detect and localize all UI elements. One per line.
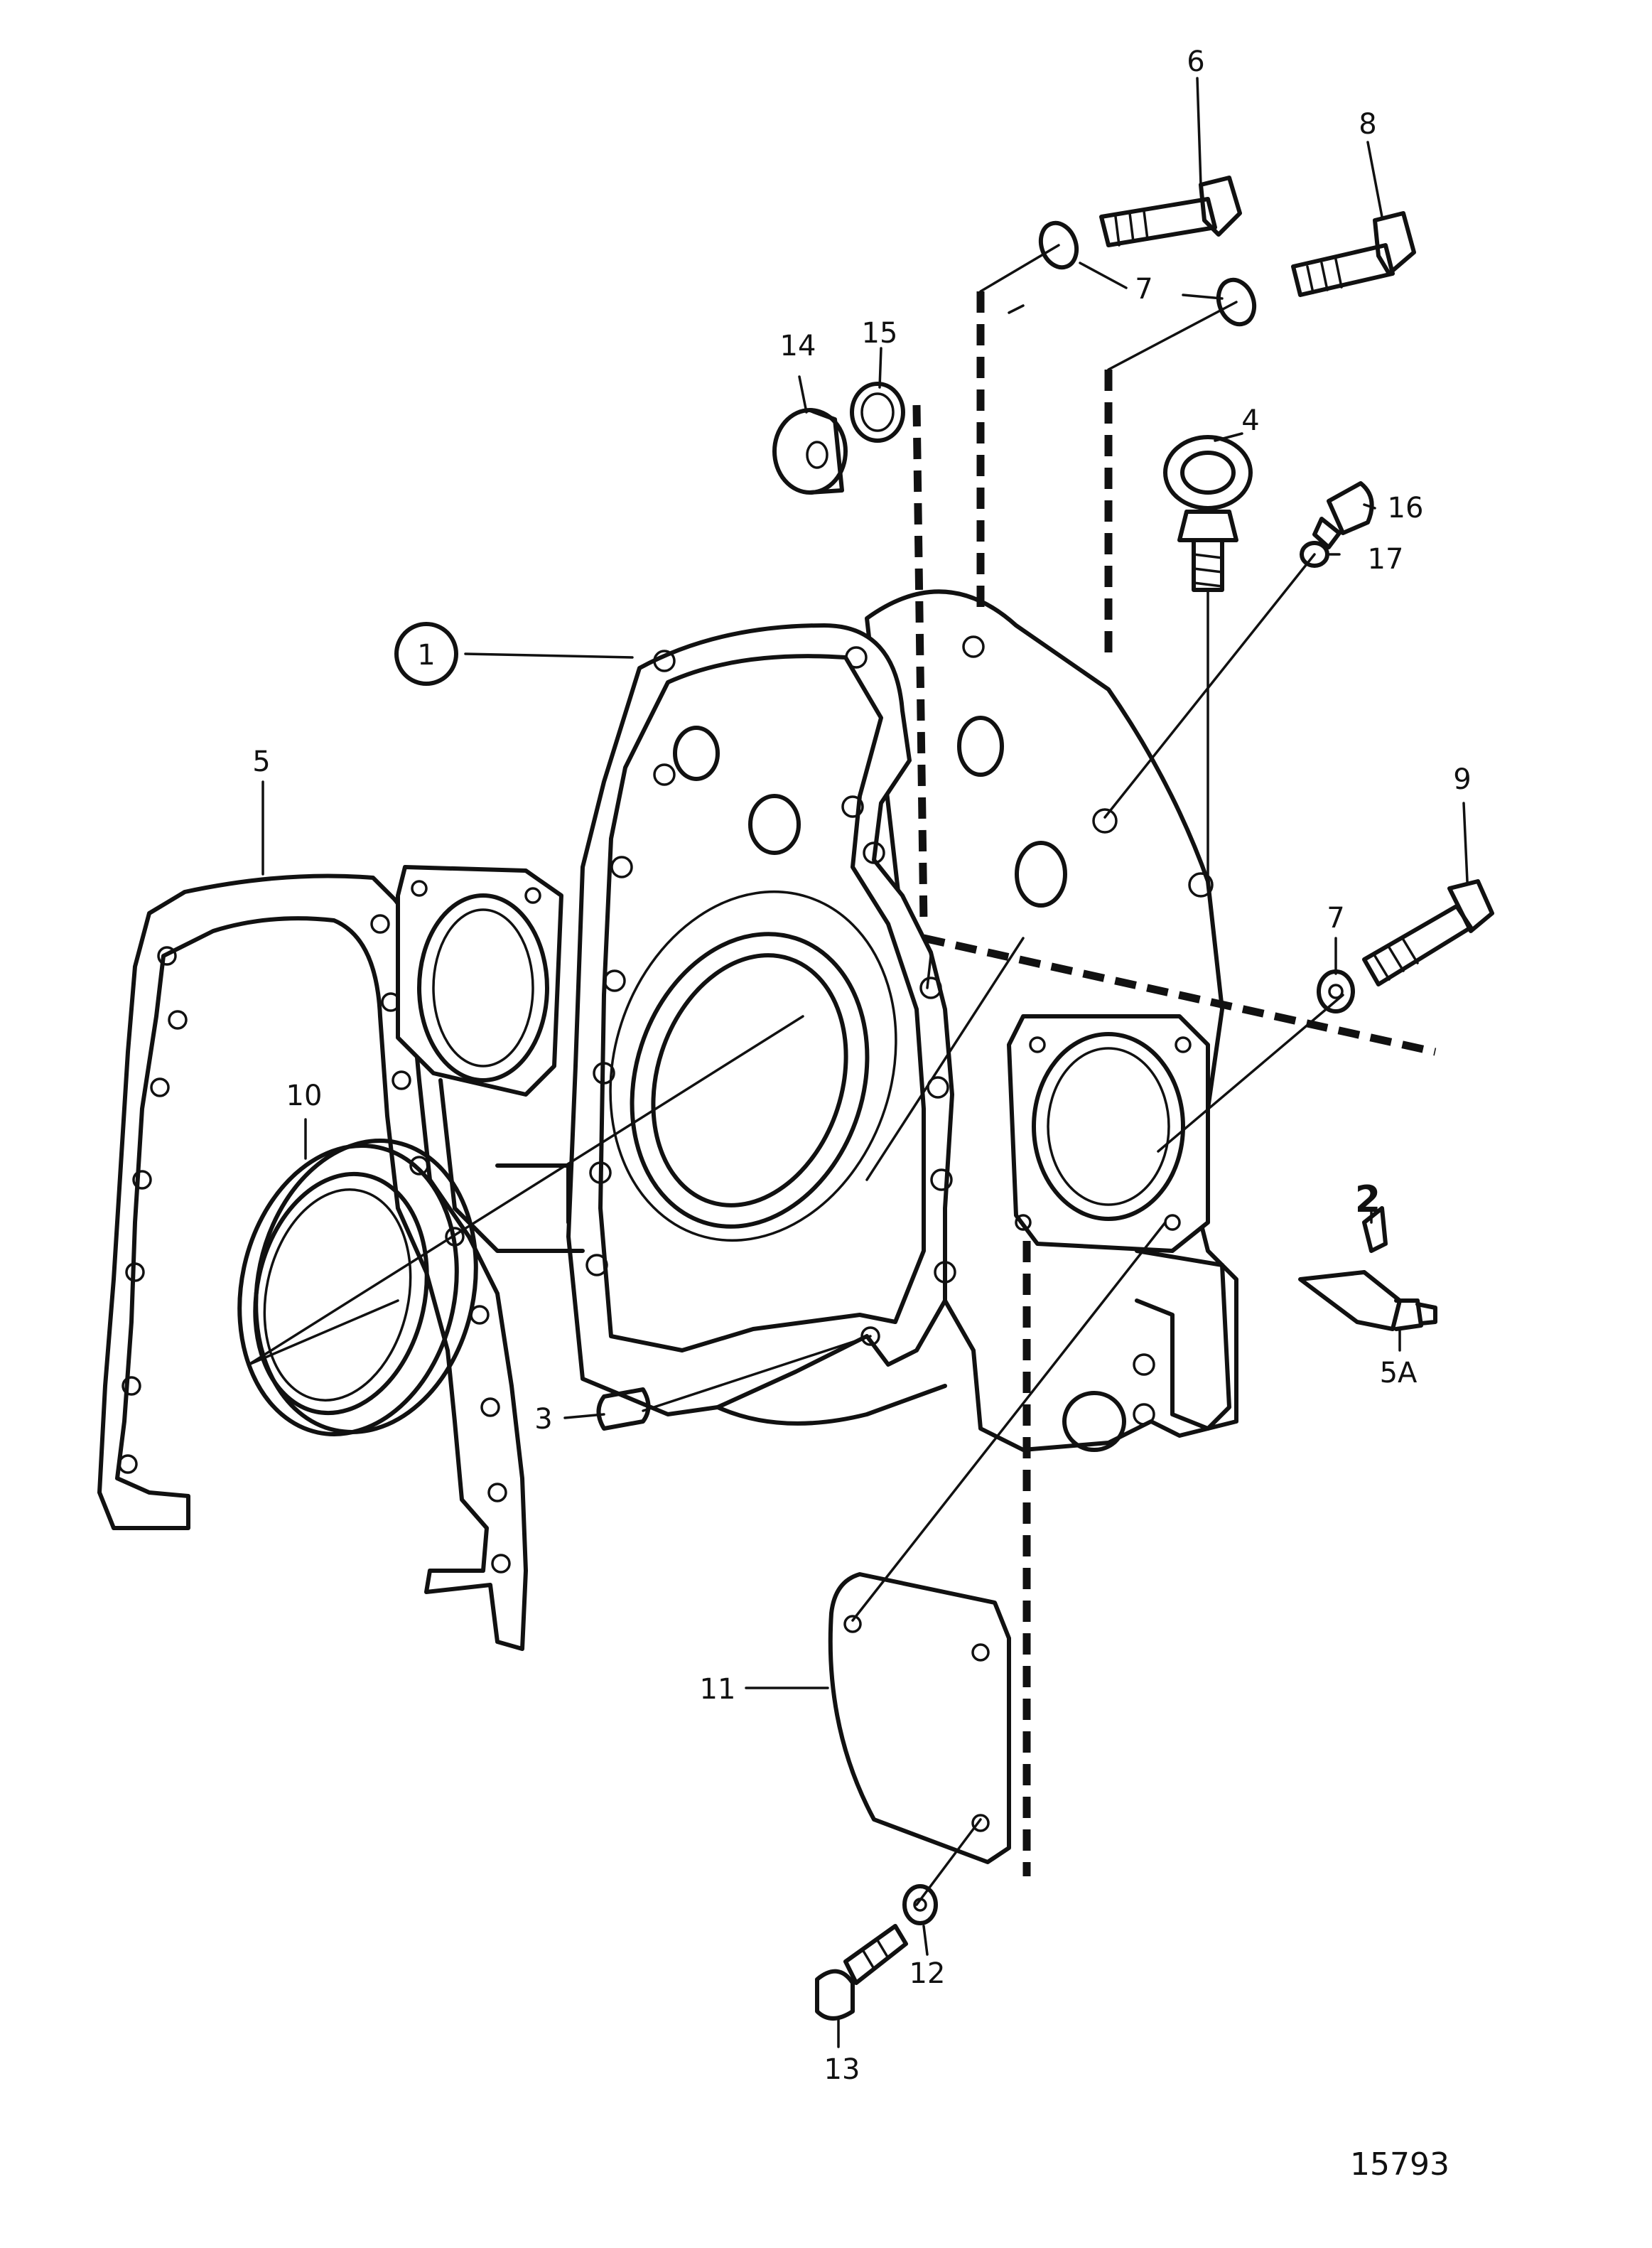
callout-2: 2 (1355, 1178, 1381, 1221)
plug-14 (772, 408, 848, 495)
callout-10: 10 (286, 1080, 323, 1112)
bolt-13 (815, 1924, 908, 2021)
washer-7-upper (1038, 220, 1079, 270)
callout-labels: 1 2 3 4 5 5A 6 7 7 8 9 10 11 12 13 14 15… (252, 45, 1471, 2086)
crankshaft-seal (237, 1139, 478, 1436)
cover-plate (828, 1572, 1011, 1864)
washer-12 (902, 1884, 938, 1925)
washer-7-lower (1317, 969, 1355, 1013)
plug-16 (1312, 481, 1374, 549)
dowel-pin-3 (596, 1387, 651, 1431)
callout-1: 1 (417, 639, 435, 672)
callout-13: 13 (824, 2053, 860, 2086)
callout-6: 6 (1187, 45, 1204, 78)
callout-16: 16 (1388, 492, 1424, 525)
dowel-pin-2 (1362, 1206, 1388, 1253)
callout-11: 11 (700, 1673, 736, 1706)
callout-5a: 5A (1380, 1357, 1418, 1389)
washer-7-middle (1216, 277, 1257, 327)
callout-8: 8 (1359, 108, 1376, 141)
timing-cover-housing (396, 589, 1238, 1452)
callout-12: 12 (909, 1957, 946, 1990)
callout-4: 4 (1241, 404, 1259, 437)
callout-14: 14 (780, 330, 816, 362)
callout-7-upper: 7 (1135, 273, 1152, 306)
washer-17 (1300, 541, 1329, 568)
callout-9: 9 (1453, 763, 1471, 796)
leader-lines (247, 77, 1469, 2048)
callout-circle-1 (394, 622, 458, 686)
callout-15: 15 (862, 317, 898, 350)
figure-number: 15793 (1350, 2146, 1449, 2183)
callout-7-lower: 7 (1327, 902, 1344, 935)
callout-5: 5 (252, 746, 270, 778)
assembly-guide-lines (912, 291, 1437, 1876)
sealant-tube (1298, 1270, 1437, 1331)
bolt-8 (1291, 211, 1416, 297)
callout-3: 3 (534, 1403, 552, 1436)
bolt-6 (1099, 176, 1242, 247)
lifting-eye (1163, 435, 1253, 592)
bolt-9 (1362, 879, 1494, 986)
callout-17: 17 (1368, 543, 1404, 576)
seal-ring-15 (850, 382, 905, 443)
